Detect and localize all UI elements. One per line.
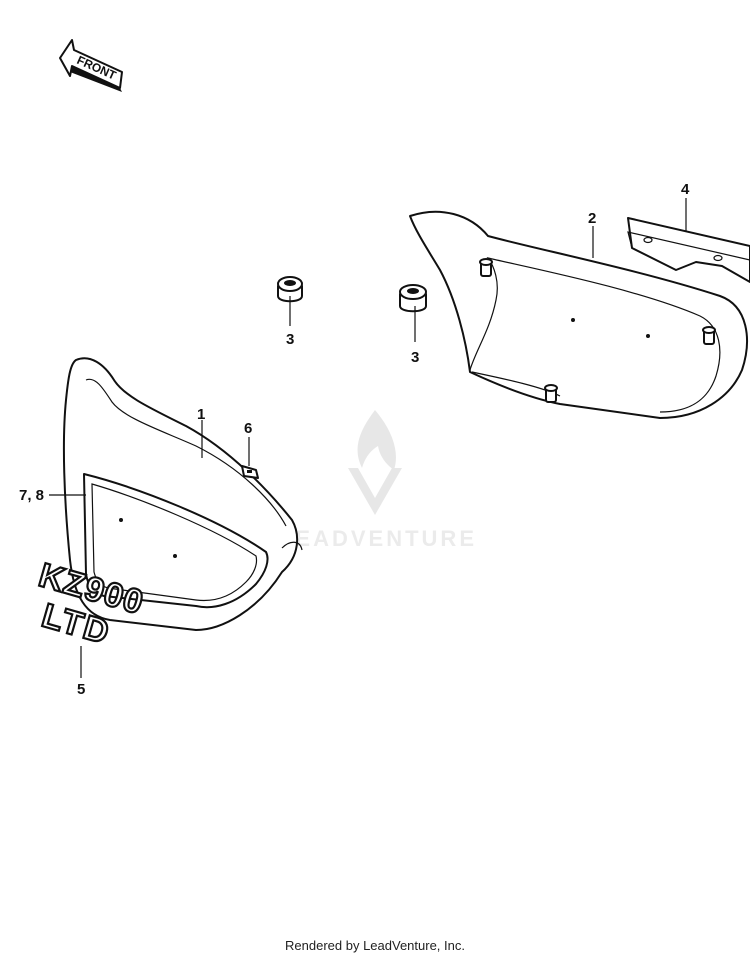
grommet-part-3-left <box>277 276 303 303</box>
mount-post <box>479 258 493 277</box>
leadventure-v-mark <box>348 468 402 515</box>
callout-part-4: 4 <box>681 181 690 198</box>
mount-post <box>702 326 716 345</box>
watermark-text: LEADVENTURE <box>279 526 477 551</box>
left-side-cover-part-1 <box>62 357 303 631</box>
leader-lines <box>49 198 687 678</box>
callout-part-3-left: 3 <box>286 331 295 348</box>
front-arrow-icon: FRONT <box>59 39 123 92</box>
right-side-cover-part-2 <box>409 210 748 419</box>
emblem-part-5: KZ900 LTD <box>34 555 150 653</box>
grommet-part-3-right <box>399 284 427 313</box>
callout-part-7-8: 7, 8 <box>19 487 45 504</box>
clip-part-6 <box>241 465 259 479</box>
callout-part-5: 5 <box>77 681 86 698</box>
callout-part-1: 1 <box>197 406 206 423</box>
leadventure-flame-logo <box>357 410 396 470</box>
watermark: LEADVENTURE <box>279 410 477 551</box>
callout-part-3-right: 3 <box>411 349 420 366</box>
bracket-part-4 <box>627 217 750 283</box>
callout-part-6: 6 <box>244 420 253 437</box>
footer-credit: Rendered by LeadVenture, Inc. <box>285 938 465 953</box>
mount-post <box>544 384 558 403</box>
callout-part-2: 2 <box>588 210 597 227</box>
